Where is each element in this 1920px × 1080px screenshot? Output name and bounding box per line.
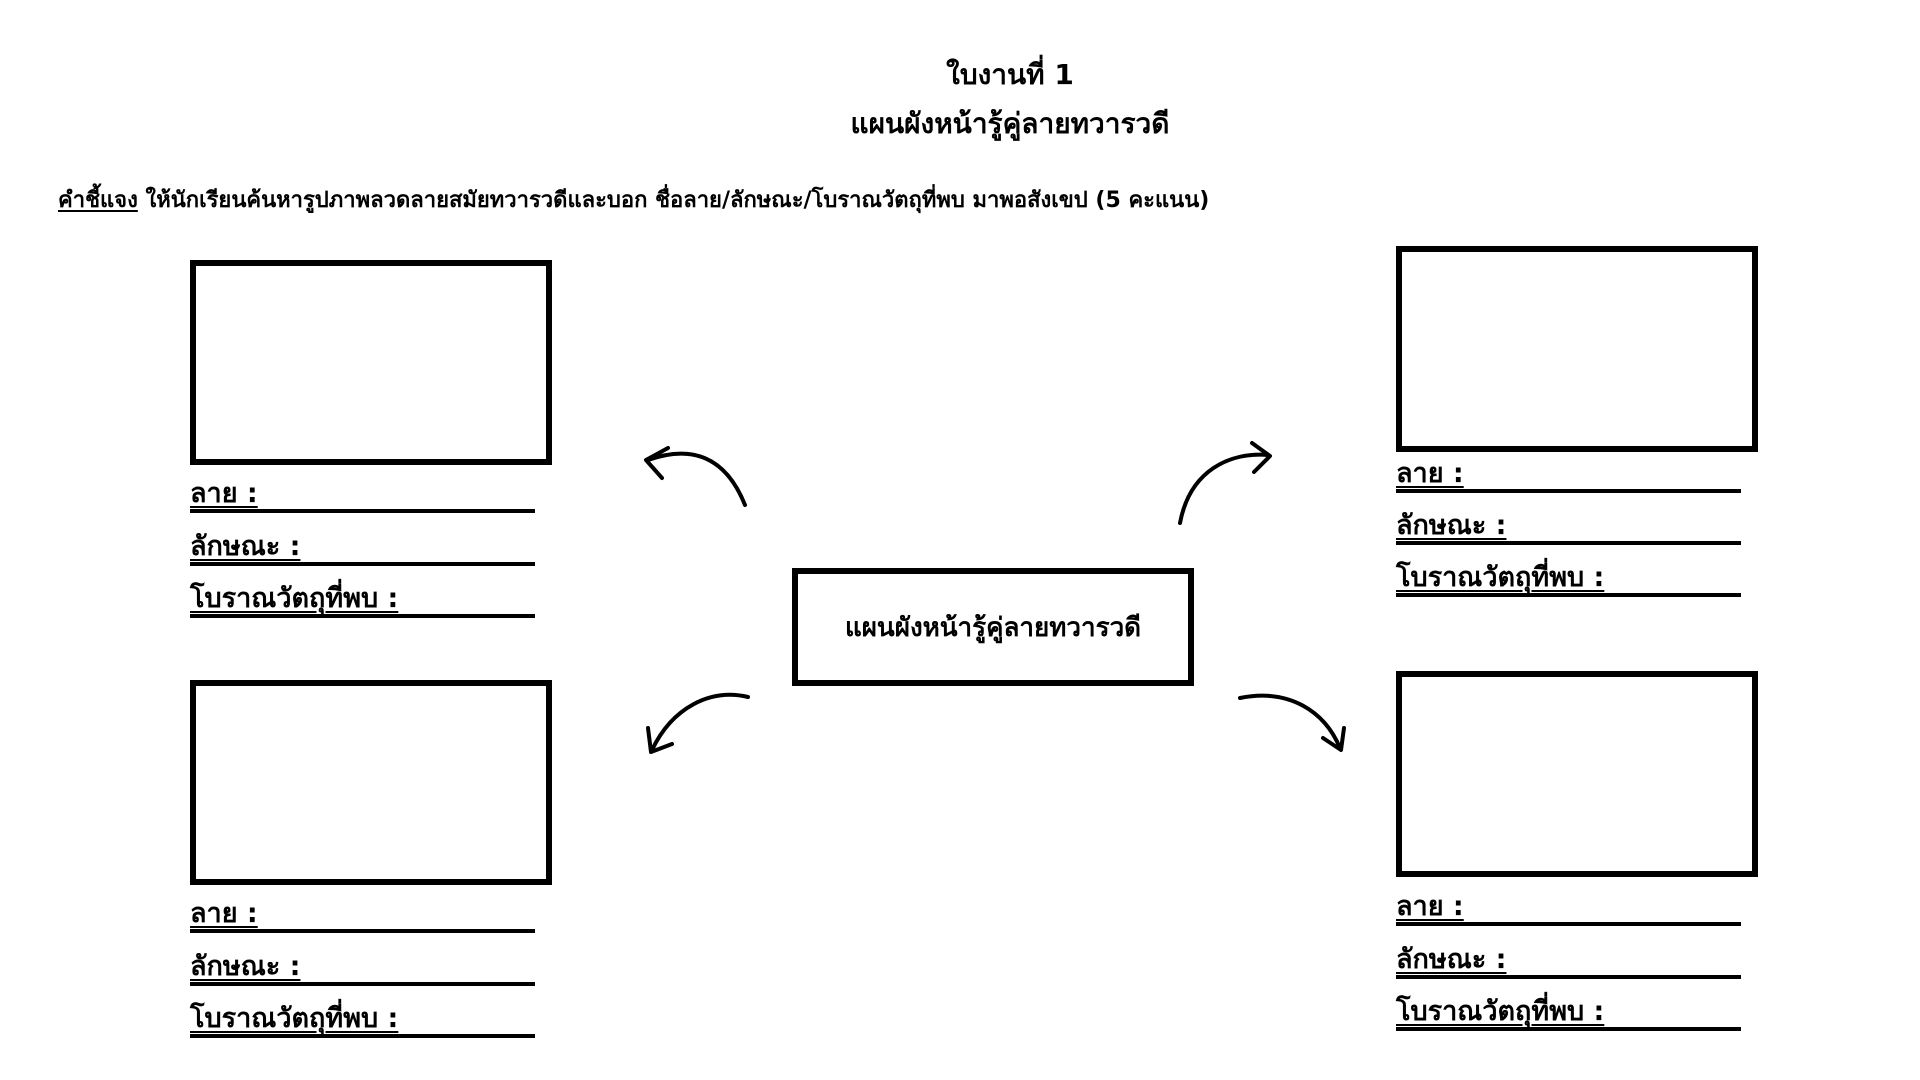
artifact-label: โบราณวัตถุที่พบ : (1396, 562, 1605, 593)
pattern-field-top-left[interactable]: ลาย : (190, 480, 535, 513)
artifact-label: โบราณวัตถุที่พบ : (1396, 996, 1605, 1027)
characteristic-field-top-right[interactable]: ลักษณะ : (1396, 512, 1741, 545)
worksheet-subtitle: แผนผังหน้ารู้คู่ลายทวารวดี (850, 107, 1170, 140)
pattern-field-bottom-left[interactable]: ลาย : (190, 900, 535, 933)
artifact-field-bottom-right[interactable]: โบราณวัตถุที่พบ : (1396, 998, 1741, 1031)
instructions: คำชี้แจง ให้นักเรียนค้นหารูปภาพลวดลายสมั… (58, 182, 1209, 217)
image-box-bottom-left[interactable] (190, 680, 552, 885)
artifact-field-top-right[interactable]: โบราณวัตถุที่พบ : (1396, 564, 1741, 597)
characteristic-field-top-left[interactable]: ลักษณะ : (190, 533, 535, 566)
characteristic-field-bottom-left[interactable]: ลักษณะ : (190, 953, 535, 986)
characteristic-label: ลักษณะ : (1396, 510, 1507, 541)
arrow-bottom-left-icon (646, 692, 750, 754)
characteristic-label: ลักษณะ : (190, 531, 301, 562)
artifact-label: โบราณวัตถุที่พบ : (190, 583, 399, 614)
instructions-text: ให้นักเรียนค้นหารูปภาพลวดลายสมัยทวารวดีแ… (137, 188, 1210, 213)
pattern-field-bottom-right[interactable]: ลาย : (1396, 893, 1741, 926)
arrow-top-left-icon (644, 446, 747, 507)
pattern-field-top-right[interactable]: ลาย : (1396, 460, 1741, 493)
arrow-top-right-icon (1178, 441, 1272, 525)
pattern-label: ลาย : (190, 898, 258, 929)
characteristic-label: ลักษณะ : (1396, 944, 1507, 975)
artifact-label: โบราณวัตถุที่พบ : (190, 1003, 399, 1034)
artifact-field-bottom-left[interactable]: โบราณวัตถุที่พบ : (190, 1005, 535, 1038)
characteristic-label: ลักษณะ : (190, 951, 301, 982)
worksheet-title: ใบงานที่ 1 (946, 58, 1074, 91)
instructions-label: คำชี้แจง (58, 188, 138, 213)
characteristic-field-bottom-right[interactable]: ลักษณะ : (1396, 946, 1741, 979)
image-box-bottom-right[interactable] (1396, 671, 1758, 877)
image-box-top-right[interactable] (1396, 246, 1758, 452)
center-topic-label: แผนผังหน้ารู้คู่ลายทวารวดี (844, 612, 1142, 643)
pattern-label: ลาย : (190, 478, 258, 509)
center-topic-box: แผนผังหน้ารู้คู่ลายทวารวดี (792, 568, 1194, 686)
pattern-label: ลาย : (1396, 458, 1464, 489)
artifact-field-top-left[interactable]: โบราณวัตถุที่พบ : (190, 585, 535, 618)
arrow-bottom-right-icon (1238, 693, 1346, 752)
image-box-top-left[interactable] (190, 260, 552, 465)
pattern-label: ลาย : (1396, 891, 1464, 922)
